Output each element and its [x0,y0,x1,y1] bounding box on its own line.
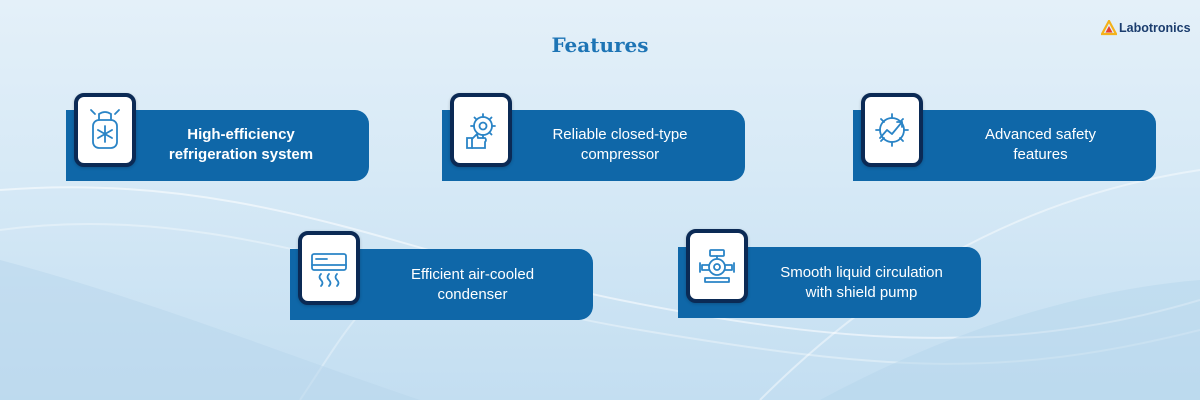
brand-name: Labotronics [1119,21,1191,35]
refrigerant-cylinder-icon [90,109,120,149]
feature-icon-box [861,93,923,167]
feature-card-condenser: Efficient air-cooled condenser [290,231,595,321]
feature-label: Smooth liquid circulation with shield pu… [780,264,943,301]
triangle-flask-icon [1101,20,1117,36]
feature-card-compressor: Reliable closed-type compressor [442,93,747,183]
feature-label: Advanced safety features [985,126,1096,163]
feature-icon-box [298,231,360,305]
air-conditioner-icon [311,253,347,287]
feature-icon-box [74,93,136,167]
feature-label: Efficient air-cooled condenser [410,266,535,303]
pump-icon [699,249,735,283]
feature-label: High-efficiency refrigeration system [168,126,314,163]
feature-icon-box [450,93,512,167]
gear-trend-arrow-icon [875,113,909,147]
feature-card-safety: Advanced safety features [853,93,1158,183]
gear-thumbs-up-icon [466,113,496,149]
page-title: Features [551,33,649,57]
feature-card-pump: Smooth liquid circulation with shield pu… [678,229,983,319]
feature-label: Reliable closed-type compressor [552,126,688,163]
feature-icon-box [686,229,748,303]
brand-logo: Labotronics [1101,20,1191,36]
feature-card-refrigeration: High-efficiency refrigeration system [66,93,371,183]
